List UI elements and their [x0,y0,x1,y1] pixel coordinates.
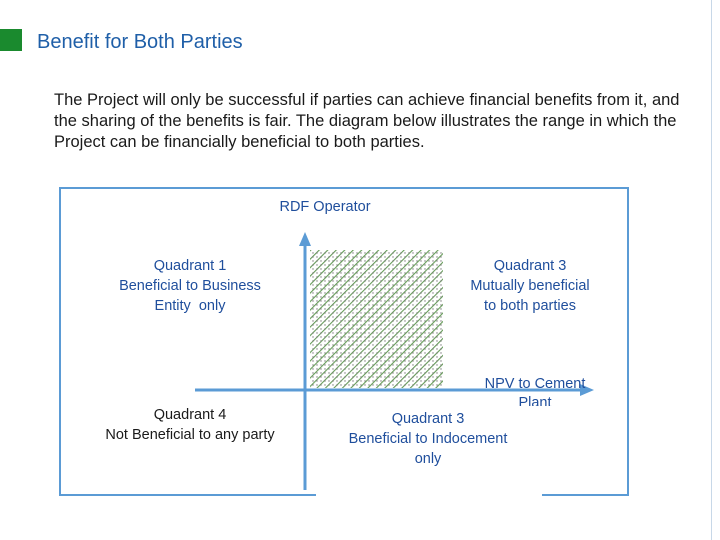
x-axis-label-line2: Plant [518,395,552,406]
frame-gap [316,490,542,502]
y-axis-arrowhead [299,232,311,246]
quadrant-3-indocement-label: Quadrant 3 Beneficial to Indocement only [318,409,538,469]
slide-title: Benefit for Both Parties [37,31,243,53]
quadrant-3-mutual-title: Quadrant 3 [493,258,567,274]
mutual-benefit-region-texture [310,250,443,388]
quadrant-3-indocement-title: Quadrant 3 [391,411,465,427]
quadrant-3-indocement-desc-line2: only [414,451,442,467]
quadrant-3-mutual-desc-line2: to both parties [484,298,576,314]
intro-paragraph: The Project will only be successful if p… [54,91,680,151]
quadrant-4-label: Quadrant 4 Not Beneficial to any party [80,405,300,445]
quadrant-3-indocement-desc-line1: Beneficial to Indocement [348,431,508,447]
x-axis-label-line1: NPV to Cement [484,376,586,392]
quadrant-1-label: Quadrant 1 Beneficial to Business Entity… [90,256,290,316]
quadrant-4-title: Quadrant 4 [153,407,227,423]
slide-edge-divider [711,0,712,540]
quadrant-4-desc: Not Beneficial to any party [105,427,275,443]
quadrant-3-mutual-desc-line1: Mutually beneficial [470,278,590,294]
y-axis-label: RDF Operator [279,199,371,215]
title-accent-square [0,29,22,51]
x-axis-arrowhead [580,384,594,396]
quadrant-1-desc-line2: Entity only [154,298,226,314]
quadrant-1-desc-line1: Beneficial to Business [119,278,261,294]
quadrant-1-title: Quadrant 1 [153,258,227,274]
quadrant-3-mutual-label: Quadrant 3 Mutually beneficial to both p… [440,256,620,316]
x-axis-label: NPV to Cement Plant [460,375,610,406]
